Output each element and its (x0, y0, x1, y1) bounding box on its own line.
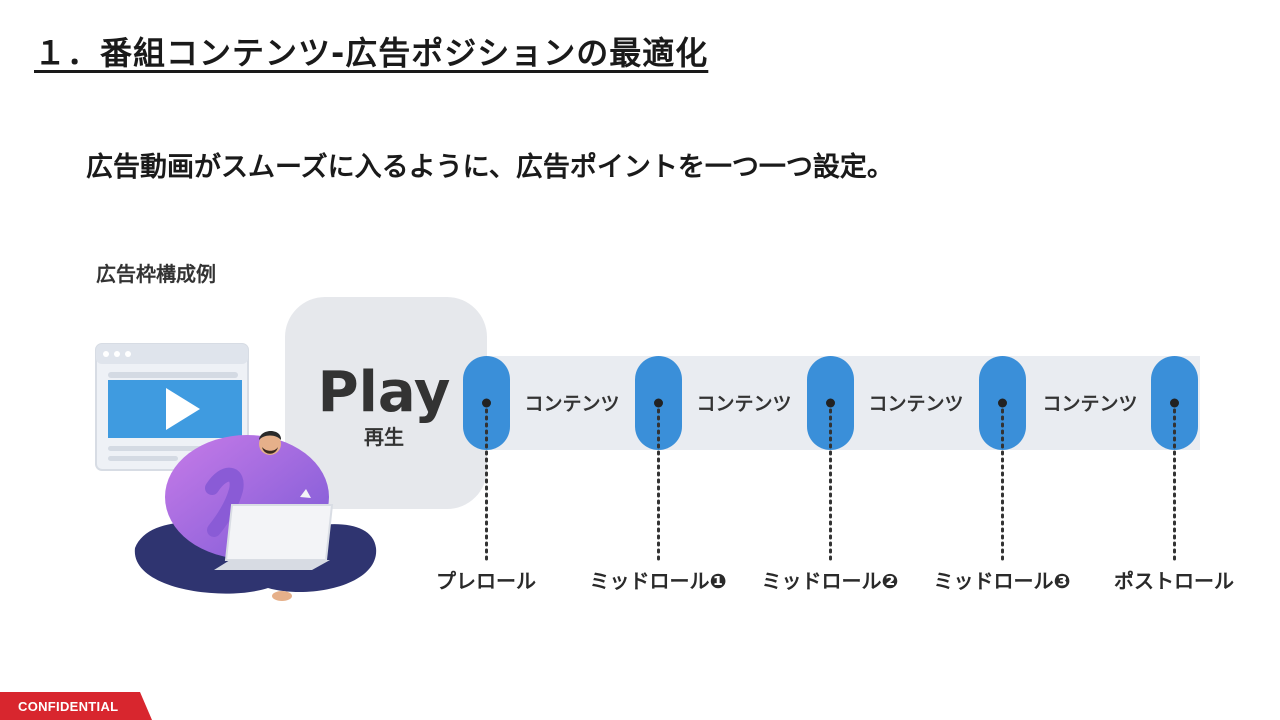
point-label-midroll-2: ミッドロール❷ (762, 569, 899, 593)
lead-text: 広告動画がスムーズに入るように、広告ポイントを一つ一つ設定。 (86, 152, 894, 183)
point-label-postroll: ポストロール (1114, 569, 1234, 593)
point-label-preroll: プレロール (436, 569, 536, 593)
point-label-midroll-1: ミッドロール❶ (590, 569, 727, 593)
content-label-4: コンテンツ (1042, 393, 1137, 415)
content-label-3: コンテンツ (868, 393, 963, 415)
ad-points (463, 356, 1198, 562)
person-with-laptop-illustration (134, 431, 377, 601)
ad-point-midroll-1 (635, 356, 682, 562)
video-window-illustration (95, 343, 249, 471)
confidential-label: CONFIDENTIAL (18, 699, 119, 714)
ad-point-midroll-2 (807, 356, 854, 562)
confidential-badge (0, 692, 152, 720)
content-label-2: コンテンツ (696, 393, 791, 415)
ad-point-midroll-3 (979, 356, 1026, 562)
play-label: Play (318, 360, 451, 425)
content-label-1: コンテンツ (524, 393, 619, 415)
play-triangle-icon (166, 388, 200, 430)
play-sub-label: 再生 (364, 425, 404, 449)
ad-point-preroll (463, 356, 510, 562)
ad-point-postroll (1151, 356, 1198, 562)
ad-frame-label: 広告枠構成例 (96, 262, 216, 286)
play-box (285, 297, 487, 509)
point-label-midroll-3: ミッドロール❸ (934, 569, 1071, 593)
slide-title: １．番組コンテンツ-広告ポジションの最適化 (34, 34, 709, 72)
